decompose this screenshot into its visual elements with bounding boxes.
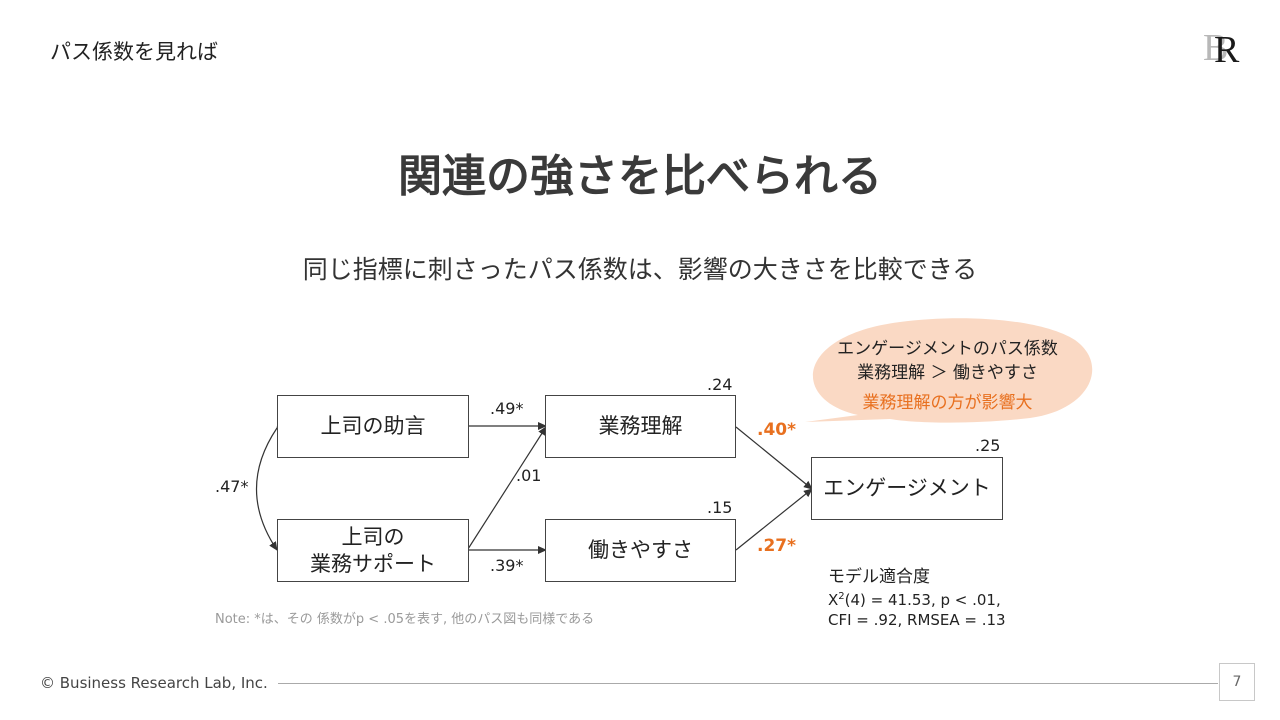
chi-symbol: X [828,591,839,609]
path-support-understanding [467,426,547,550]
chi-superscript: 2 [838,591,845,602]
footer-divider [278,683,1218,684]
coef-correlation: .47* [215,477,249,496]
node-boss-support: 上司の 業務サポート [277,519,469,582]
correlation-arc [255,419,285,551]
slide-header-title: パス係数を見れば [50,40,218,64]
coef-understanding-engagement: .40* [757,420,797,440]
callout-bubble [805,318,1093,423]
node-ease-of-work: 働きやすさ [545,519,736,582]
coef-support-ease: .39* [490,556,524,575]
callout-line1: エンゲージメントのパス係数 [837,339,1058,359]
callout-line3: 業務理解の方が影響大 [862,393,1033,413]
callout-text: エンゲージメントのパス係数 業務理解 ＞ 働きやすさ 業務理解の方が影響大 [820,337,1075,415]
coef-advice-understanding: .49* [490,399,524,418]
r2-ease: .15 [707,498,733,517]
page-number: 7 [1219,663,1255,701]
slide-title: 関連の強さを比べられる [398,151,882,202]
model-fit-chi-square: X2(4) = 41.53, p < .01, [828,587,1006,610]
model-fit-indices: CFI = .92, RMSEA = .13 [828,611,1006,629]
node-engagement: エンゲージメント [811,457,1003,520]
footer-copyright: © Business Research Lab, Inc. [40,674,268,692]
model-fit-block: モデル適合度 X2(4) = 41.53, p < .01, CFI = .92… [828,567,1006,630]
callout-line2: 業務理解 ＞ 働きやすさ [857,363,1038,383]
r2-understanding: .24 [707,375,733,394]
node-boss-support-line1: 上司の [341,525,405,550]
footnote: Note: *は、その 係数がp < .05を表す, 他のパス図も同様である [215,612,595,627]
logo-letter-b: B [1203,27,1229,69]
node-task-understanding: 業務理解 [545,395,736,458]
path-ease-engagement [735,488,813,551]
coef-support-understanding: .01 [516,466,542,485]
chi-value: (4) = 41.53, p < .01, [844,591,1001,609]
model-fit-title: モデル適合度 [828,567,930,587]
logo-letter-r: R [1214,29,1240,71]
node-boss-support-line2: 業務サポート [310,551,436,576]
slide-subtitle: 同じ指標に刺さったパス係数は、影響の大きさを比較できる [302,255,978,284]
coef-ease-engagement: .27* [757,536,797,556]
path-understanding-engagement [735,426,813,490]
r2-engagement: .25 [975,436,1001,455]
node-boss-advice: 上司の助言 [277,395,469,458]
brand-logo: B R [1203,26,1253,71]
